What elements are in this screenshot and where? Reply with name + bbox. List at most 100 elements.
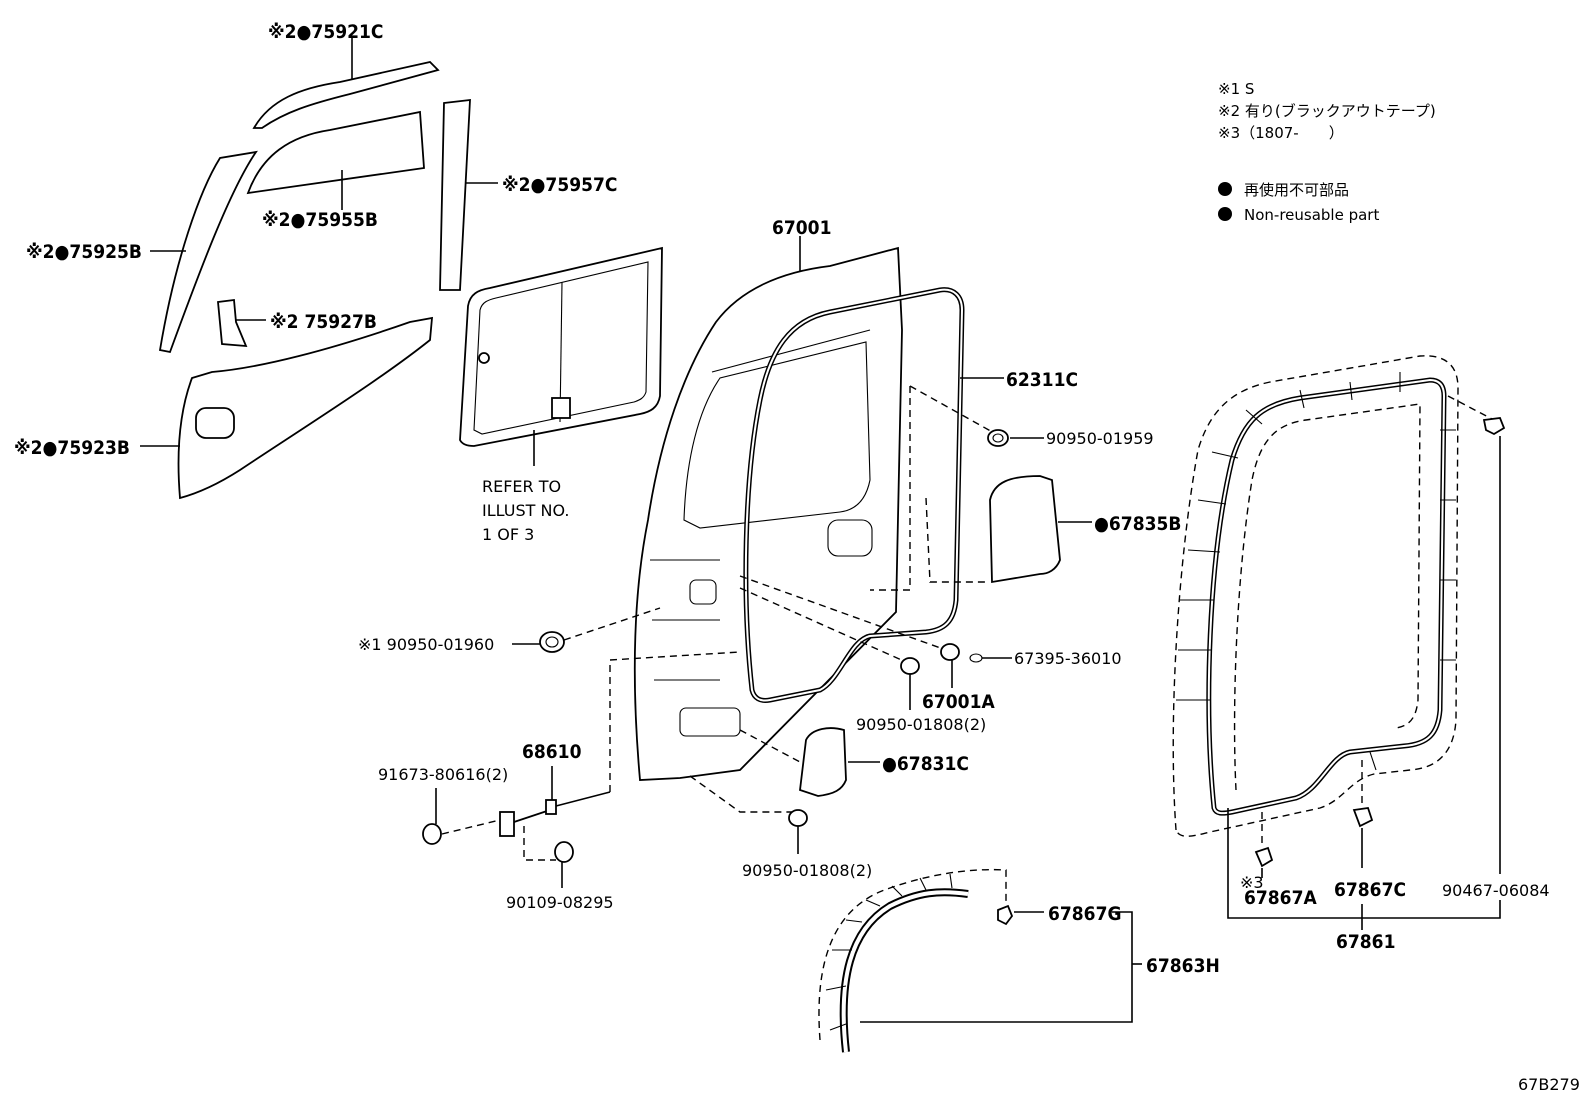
window-frame-assembly: REFER TO ILLUST NO. 1 OF 3 [459, 246, 663, 544]
nonreusable-bullet-icon [1218, 182, 1232, 196]
part-75923B-shape [177, 316, 434, 500]
part-68610-arm [513, 809, 551, 823]
label-90950-01959: 90950-01959 [1046, 429, 1154, 448]
label-90950-01808-upper: 90950-01808(2) [856, 715, 986, 734]
bolt-91673-80616-icon [422, 823, 442, 845]
opening-weatherstrip-67861: ※3 67867A 67867C 90467-06084 67861 [1172, 355, 1550, 953]
door-panel-assembly: 67001 [633, 217, 903, 781]
label-75955B: ※2●75955B [262, 209, 378, 231]
window-frame-inner [473, 261, 649, 435]
part-75927B-shape [217, 298, 248, 348]
plug-90950-01808-lower-icon [788, 809, 808, 827]
dash-90950-01959-b [870, 386, 911, 591]
dash-90950-01808-a [739, 587, 907, 663]
door-latch-hole [689, 579, 717, 605]
dash-90950-01808-b [689, 775, 794, 813]
bolt-90109-08295-icon [554, 841, 574, 863]
label-75921C: ※2●75921C [268, 21, 383, 43]
refer-line-2: ILLUST NO. [482, 501, 569, 520]
clip-90467-06084-icon [1482, 417, 1506, 436]
label-note3-mark: ※3 [1240, 873, 1264, 892]
weatherstrip-inner [744, 288, 964, 702]
part-75955B-shape [246, 110, 425, 195]
legend-note-1: ※1 S [1218, 80, 1254, 98]
window-regulator-bracket [551, 397, 571, 419]
label-90467-06084: 90467-06084 [1442, 881, 1550, 900]
weatherstrip-dash-inner [1233, 403, 1421, 791]
dash-91673-80616 [441, 819, 501, 835]
door-lower-hole [679, 707, 741, 737]
legend: ※1 S ※2 有り(ブラックアウトテープ) ※3（1807- ） 再使用不可部… [1218, 80, 1436, 224]
label-67867C: 67867C [1334, 879, 1406, 901]
dash-90109-08295 [523, 826, 556, 861]
moulding-outline [839, 888, 969, 1053]
window-clip-icon [478, 352, 490, 364]
part-67395-36010-icon [969, 653, 983, 663]
label-75927B: ※2 75927B [270, 311, 377, 333]
clip-67867A-icon [1254, 846, 1274, 868]
patch-67831C-shape [799, 727, 847, 797]
legend-nonreusable-jp: 再使用不可部品 [1244, 181, 1349, 199]
part-75923B-cutout [195, 407, 235, 439]
part-75925B-shape [158, 150, 258, 354]
part-68610-bracket [499, 811, 515, 837]
label-67863H: 67863H [1146, 955, 1220, 977]
refer-line-1: REFER TO [482, 477, 561, 496]
dash-90950-01960 [563, 607, 661, 641]
label-91673-80616: 91673-80616(2) [378, 765, 508, 784]
part-75921C-shape [252, 61, 440, 129]
dash-68610 [609, 651, 741, 792]
refer-line-3: 1 OF 3 [482, 525, 534, 544]
label-67835B: ●67835B [1094, 513, 1181, 535]
label-75923B: ※2●75923B [14, 437, 130, 459]
plug-90950-01960-icon [539, 631, 565, 653]
door-handle-hole [827, 519, 873, 557]
clip-67867C-icon [1352, 807, 1374, 828]
part-67001A-icon [940, 643, 960, 661]
weatherstrip-ribs [1176, 372, 1456, 771]
label-67861: 67861 [1336, 931, 1395, 953]
label-62311C: 62311C [1006, 369, 1078, 391]
label-90950-01960: ※1 90950-01960 [358, 635, 494, 654]
moulding-ribs [825, 873, 953, 1031]
label-90109-08295: 90109-08295 [506, 893, 614, 912]
arch-moulding-67863H: 67867G 67863H [818, 868, 1220, 1053]
patch-67835B-shape [989, 475, 1061, 584]
bracket-67861 [1227, 808, 1501, 919]
door-plugs: 90950-01959 ●67835B 67395-36010 67001A 9… [739, 385, 1181, 734]
legend-note-2: ※2 有り(ブラックアウトテープ) [1218, 102, 1436, 120]
nonreusable-bullet-icon [1218, 207, 1232, 221]
leader-68610-link [555, 791, 611, 807]
label-67831C: ●67831C [882, 753, 969, 775]
legend-note-3: ※3（1807- ） [1218, 124, 1344, 142]
label-67867G: 67867G [1048, 903, 1122, 925]
weatherstrip-67861-outer [1206, 377, 1447, 816]
weatherstrip-dash-outer [1172, 355, 1459, 837]
weatherstrip-67861-inner [1207, 378, 1446, 815]
label-90950-01808-lower: 90950-01808(2) [742, 861, 872, 880]
dash-67835B [925, 497, 986, 583]
part-75957C-shape [439, 98, 471, 291]
legend-nonreusable-en: Non-reusable part [1244, 206, 1379, 224]
bracket-67863H [860, 911, 1133, 1023]
weatherstrip-62311C: 62311C [743, 287, 1078, 703]
part-68610-stopper [545, 799, 557, 815]
label-67867A: 67867A [1244, 887, 1317, 909]
door-inner-ribs [650, 559, 720, 681]
door-fasteners: ※1 90950-01960 68610 91673-80616(2) 9010… [358, 607, 969, 912]
label-75925B: ※2●75925B [26, 241, 142, 263]
plug-90950-01959-icon [987, 429, 1009, 447]
label-67001: 67001 [772, 217, 831, 239]
dash-90950-01959 [909, 385, 997, 435]
label-75957C: ※2●75957C [502, 174, 617, 196]
door-window-opening [683, 341, 871, 529]
moulding-inner [841, 890, 969, 1053]
moulding-dash-guide [818, 868, 1007, 1041]
plug-90950-01960-inner [545, 636, 559, 648]
label-67001A: 67001A [922, 691, 995, 713]
label-67395-36010: 67395-36010 [1014, 649, 1122, 668]
clip-67867G-icon [997, 904, 1014, 926]
plug-90950-01808-upper-icon [900, 657, 920, 675]
blackout-tape-parts: ※2●75921C ※2●75955B ※2●75957C ※2●75925B … [14, 21, 617, 500]
